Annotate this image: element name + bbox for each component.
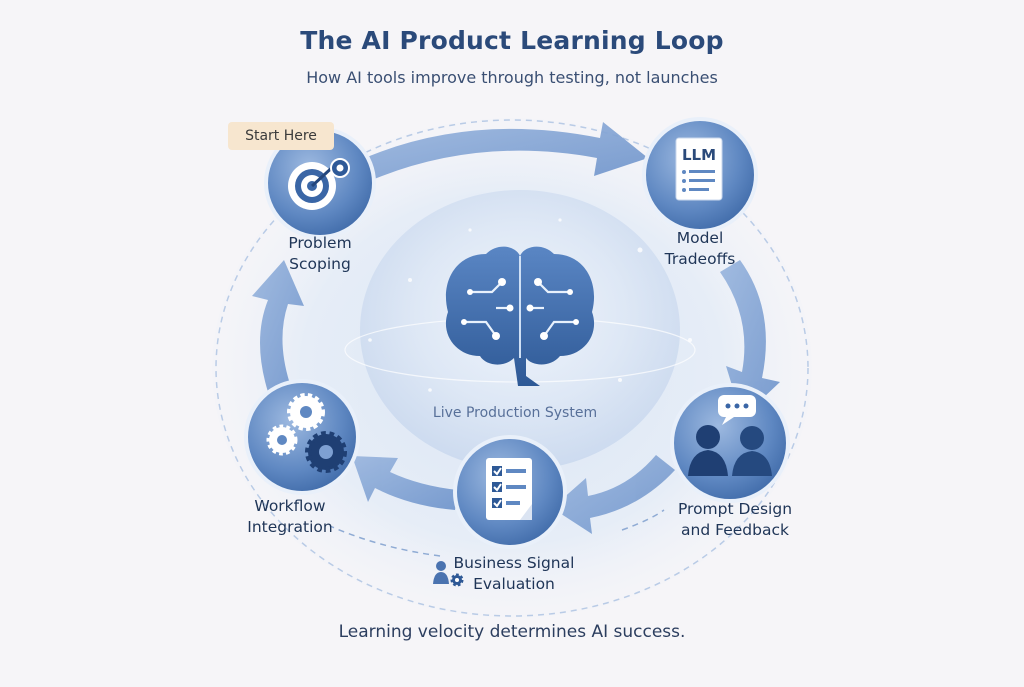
center-label: Live Production System	[432, 405, 598, 421]
person-gear-icon	[433, 561, 464, 587]
node-prompt-design[interactable]	[670, 383, 790, 503]
dashed-return-line	[329, 525, 441, 557]
label-line: Problem	[288, 234, 352, 252]
page-title: The AI Product Learning Loop	[300, 26, 724, 55]
label-line: Integration	[247, 518, 333, 536]
llm-doc-text: LLM	[682, 146, 716, 164]
label-prompt-design: Prompt Design and Feedback	[650, 499, 820, 541]
node-model-tradeoffs[interactable]: LLM	[642, 117, 758, 233]
gears-icon	[266, 393, 347, 473]
node-business-signal[interactable]	[453, 435, 567, 549]
page-subtitle: How AI tools improve through testing, no…	[306, 68, 718, 87]
label-line: Model	[676, 229, 724, 247]
label-line: Scoping	[289, 255, 351, 273]
label-line: Business Signal	[453, 554, 575, 572]
target-gear-icon	[288, 158, 350, 210]
label-line: and Feedback	[681, 521, 789, 539]
label-model-tradeoffs: Model Tradeoffs	[630, 228, 770, 270]
label-line: Prompt Design	[677, 500, 793, 518]
dashed-orbit	[215, 119, 809, 617]
llm-document-icon: LLM	[675, 137, 723, 201]
label-workflow-integration: Workflow Integration	[220, 496, 360, 538]
label-line: Workflow	[254, 497, 326, 515]
loop-arrows	[252, 122, 780, 534]
node-workflow-integration[interactable]	[244, 379, 360, 495]
sparkles	[368, 218, 692, 392]
footer-tagline: Learning velocity determines AI success.	[338, 622, 686, 642]
arrow-bottom-right	[552, 455, 675, 534]
arrow-right	[720, 260, 780, 418]
label-line: Tradeoffs	[664, 250, 736, 268]
label-line: Evaluation	[473, 575, 555, 593]
label-problem-scoping: Problem Scoping	[250, 233, 390, 275]
arrow-bottom-left	[352, 456, 458, 510]
arrow-left	[252, 260, 304, 392]
people-chat-icon	[688, 395, 772, 476]
start-here-badge: Start Here	[228, 122, 334, 150]
dashed-return-line-right	[621, 509, 665, 531]
brain-circuit-icon	[445, 246, 595, 386]
label-business-signal: Business Signal Evaluation	[444, 553, 584, 595]
arrow-top	[360, 122, 648, 180]
checklist-icon	[486, 458, 532, 520]
